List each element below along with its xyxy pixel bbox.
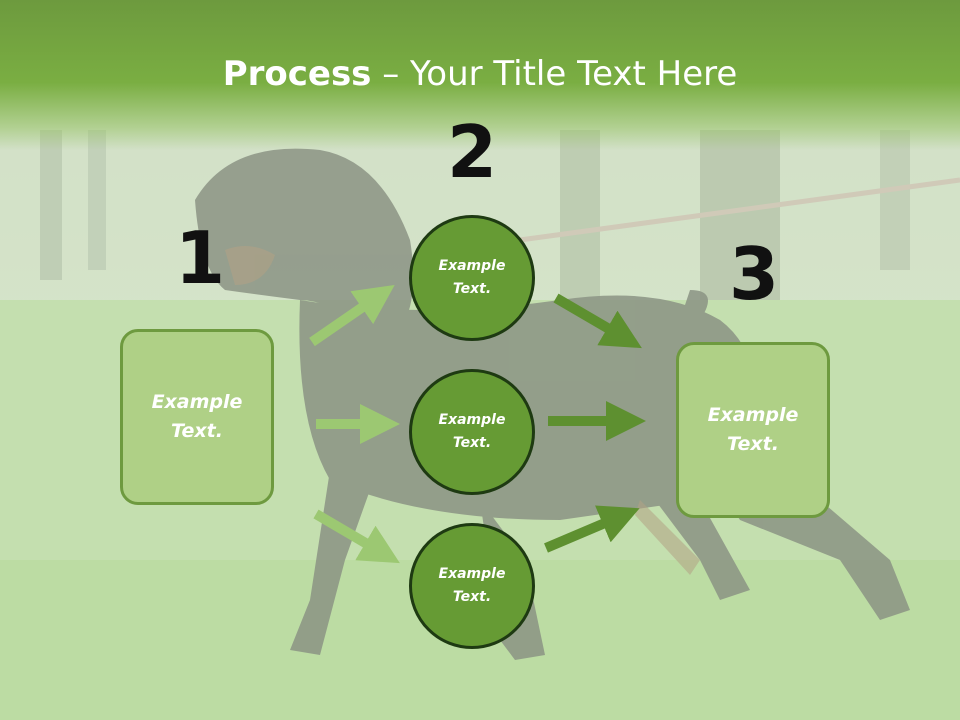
circle-middle[interactable]: Example Text. bbox=[409, 369, 535, 495]
slide-title: Process – Your Title Text Here bbox=[0, 52, 960, 96]
title-rest: – Your Title Text Here bbox=[371, 54, 738, 94]
step-box-1-label: Example Text. bbox=[151, 391, 243, 442]
step-number-1: 1 bbox=[174, 216, 226, 300]
circle-bottom-label: Example Text. bbox=[438, 566, 506, 605]
step-number-3: 3 bbox=[728, 232, 780, 316]
circle-bottom[interactable]: Example Text. bbox=[409, 523, 535, 649]
step-number-2: 2 bbox=[446, 110, 498, 194]
circle-top-label: Example Text. bbox=[438, 258, 506, 297]
step-box-3-label: Example Text. bbox=[707, 404, 799, 455]
step-box-3[interactable]: Example Text. bbox=[676, 342, 830, 518]
title-bold: Process bbox=[222, 54, 372, 94]
circle-top[interactable]: Example Text. bbox=[409, 215, 535, 341]
title-bar bbox=[0, 0, 960, 150]
circle-middle-label: Example Text. bbox=[438, 412, 506, 451]
step-box-1[interactable]: Example Text. bbox=[120, 329, 274, 505]
